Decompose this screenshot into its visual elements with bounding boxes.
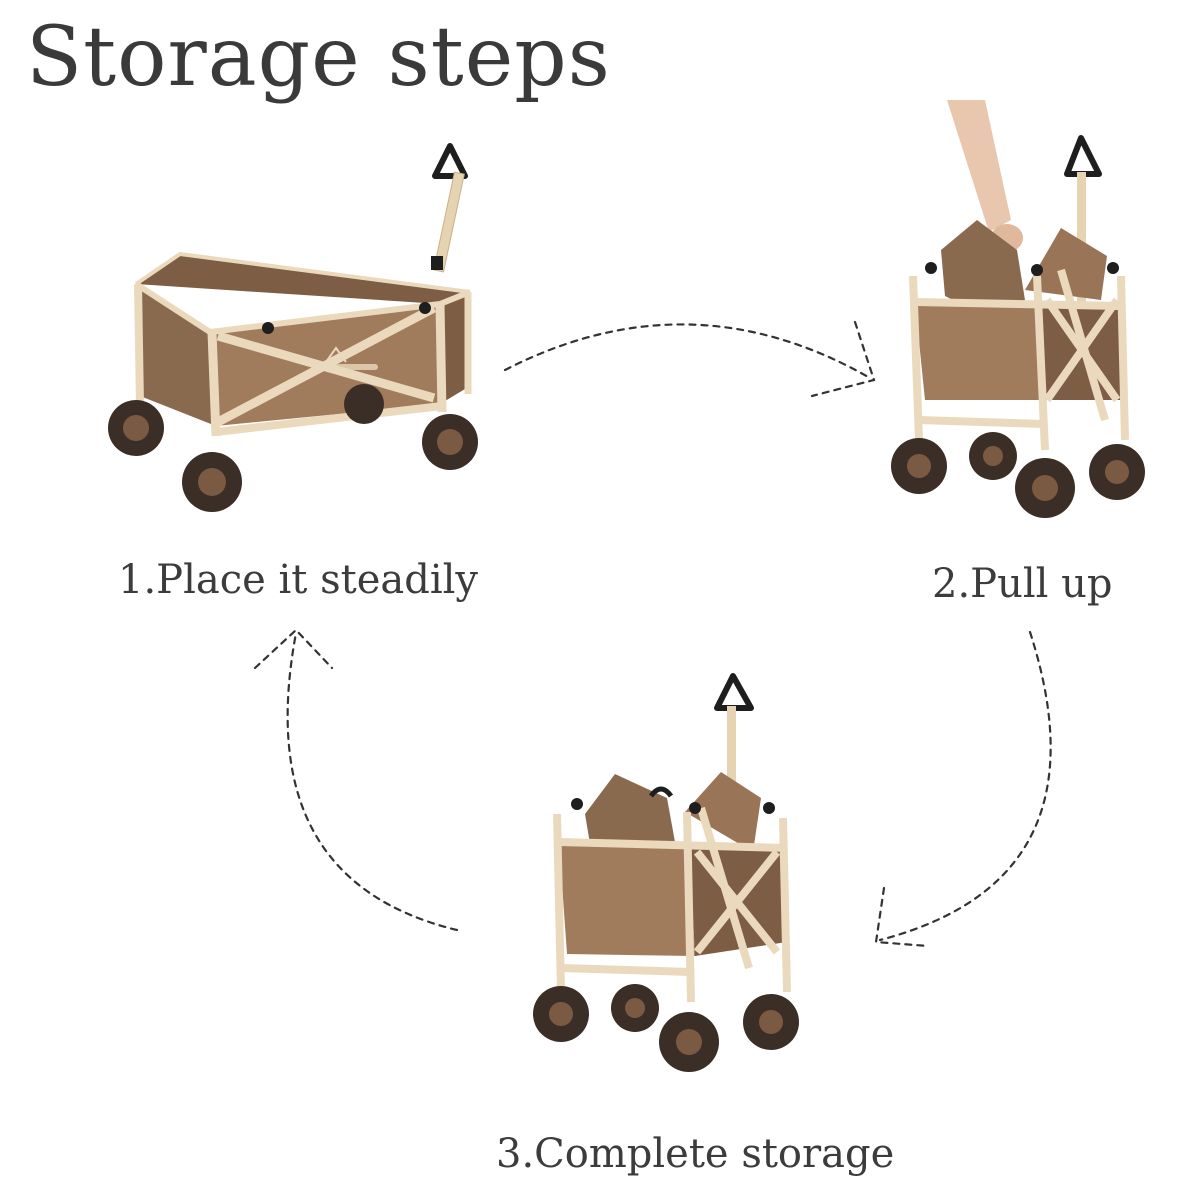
step-2-label: 2.Pull up bbox=[932, 561, 1113, 607]
cart-pulling-image bbox=[891, 100, 1145, 518]
arrowhead-step3 bbox=[874, 886, 930, 948]
cart-open-image bbox=[108, 143, 478, 512]
cart-handle bbox=[431, 143, 468, 273]
arrow-step2-to-step3 bbox=[878, 630, 1052, 942]
step-1-label: 1.Place it steadily bbox=[118, 557, 478, 603]
arrowhead-step1 bbox=[253, 628, 334, 670]
arrowhead-step2 bbox=[810, 320, 876, 398]
cart-wheels bbox=[108, 384, 478, 512]
arrow-step3-to-step1 bbox=[286, 631, 459, 932]
cart-stored-image bbox=[533, 673, 799, 1072]
brand-logo bbox=[314, 346, 378, 370]
page-title: Storage steps bbox=[26, 10, 611, 105]
step-3-label: 3.Complete storage bbox=[496, 1131, 895, 1177]
arrow-step1-to-step2 bbox=[503, 323, 872, 380]
